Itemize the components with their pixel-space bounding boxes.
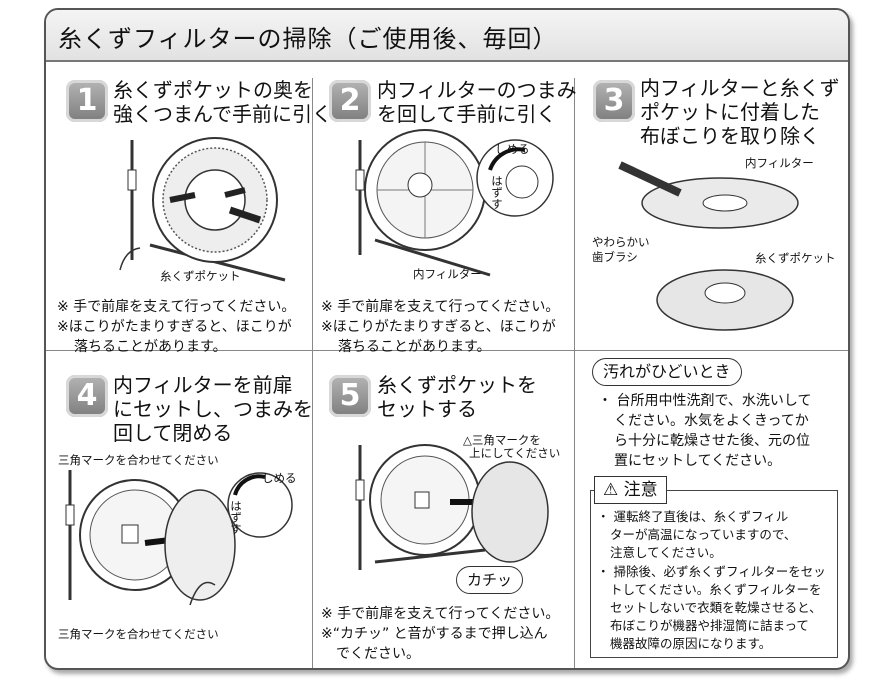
step-1-badge: 1 [66,80,108,122]
step-1-title-line-2: 強くつまんで手前に引く [113,102,332,126]
divider [312,352,313,668]
step-5-title-line-2: セットする [377,397,477,421]
step-3-label-brush-1: やわらかい [592,235,650,249]
step-4-label-top: 三角マークを合わせてください [58,453,219,467]
caution-line-2: ターが高温になっていますので、 [610,527,797,542]
step-3-title-line-2: ポケットに付着した [640,100,820,124]
step-2-label-remove: はずす [490,175,504,210]
step-1-illustration [119,137,286,282]
step-2-note-1: ※ 手で前扉を支えて行ってください。 [321,299,560,315]
step-1-note-3: 落ちることがあります。 [74,339,227,355]
divider [46,350,576,351]
step-3-illustration [618,161,799,331]
step-3-label-pocket: 糸くずポケット [755,251,836,265]
dirty-line-4: 置にセットしてください。 [614,453,782,469]
caution-line-5: トしてください。糸くずフィルターを [610,582,822,597]
caution-box [590,490,838,658]
step-4-label-close: しめる [262,471,297,485]
step-4-title-line-2: にセットし、つまみを [113,397,313,421]
dirty-line-3: ら十分に乾燥させた後、元の位 [614,433,810,449]
caution-heading: ⚠ 注意 [594,476,667,504]
step-2-badge: 2 [329,80,371,122]
dirty-line-2: ください。水気をよくきってか [614,413,809,429]
step-4-illustration [65,470,293,606]
warning-icon: ⚠ [603,480,619,500]
step-2-illustration [355,129,554,277]
step-2-note-3: 落ちることがあります。 [338,339,491,355]
step-4-label-remove: はずす [229,500,243,535]
page-title: 糸くずフィルターの掃除（ご使用後、毎回） [58,25,558,53]
step-3-label-inner-filter: 内フィルター [745,156,814,170]
hand-icon [119,247,141,271]
divider [574,78,575,370]
step-5-note-2: ※“カチッ” と音がするまで押し込ん [321,626,548,642]
click-callout: カチッ [456,566,524,594]
step-2-title-line-2: を回して手前に引く [377,102,557,126]
step-3-title-line-1: 内フィルターと糸くず [640,76,840,100]
step-5-illustration [355,444,549,570]
step-3-badge: 3 [593,80,635,122]
step-2-label-close: しめる [495,142,530,156]
step-2-label-inner-filter: 内フィルター [413,267,482,281]
caution-line-8: 機器故障の原因になります。 [610,636,772,651]
title-bar: 糸くずフィルターの掃除（ご使用後、毎回） [46,10,848,62]
step-4-label-bottom: 三角マークを合わせてください [58,627,219,641]
step-2-note-2: ※ほこりがたまりすぎると、ほこりが [321,319,556,335]
step-4-title-line-3: 回して閉める [113,421,233,445]
step-5-title-line-1: 糸くずポケットを [377,373,537,397]
caution-line-1: ・ 運転終了直後は、糸くずフィル [597,509,789,524]
caution-line-7: 布ぼこりが機器や排湿筒に詰まって [610,618,809,633]
step-2-title-line-1: 内フィルターのつまみ [377,78,577,102]
step-3-label-brush-2: 歯ブラシ [592,250,638,264]
step-4-title-line-1: 内フィルターを前扉 [113,373,293,397]
caution-heading-text: 注意 [623,480,658,500]
dirty-line-1: ・ 台所用中性洗剤で、水洗いして [598,393,812,409]
step-4-badge: 4 [66,375,108,417]
brush-icon [618,161,682,197]
step-1-title-line-1: 糸くずポケットの奥を [113,78,313,102]
divider [312,78,313,370]
step-1-note-1: ※ 手で前扉を支えて行ってください。 [57,299,296,315]
divider [576,350,848,351]
caution-line-3: 注意してください。 [610,545,722,560]
step-3-title-line-3: 布ぼこりを取り除く [640,124,820,148]
caution-line-6: セットしないで衣類を乾燥させると、 [610,600,822,615]
arrow-icon [169,192,196,203]
divider [574,352,575,668]
step-5-note-1: ※ 手で前扉を支えて行ってください。 [321,606,560,622]
dirty-heading: 汚れがひどいとき [592,358,742,386]
step-5-label-triangle-2: 上にしてください [469,446,561,460]
step-5-badge: 5 [329,375,371,417]
step-5-note-3: でください。 [336,646,420,662]
step-5-label-triangle-1: △三角マークを [463,433,541,447]
step-1-label-pocket: 糸くずポケット [160,269,241,283]
step-1-note-2: ※ほこりがたまりすぎると、ほこりが [57,319,292,335]
caution-line-4: ・ 掃除後、必ず糸くずフィルターをセッ [597,564,826,579]
